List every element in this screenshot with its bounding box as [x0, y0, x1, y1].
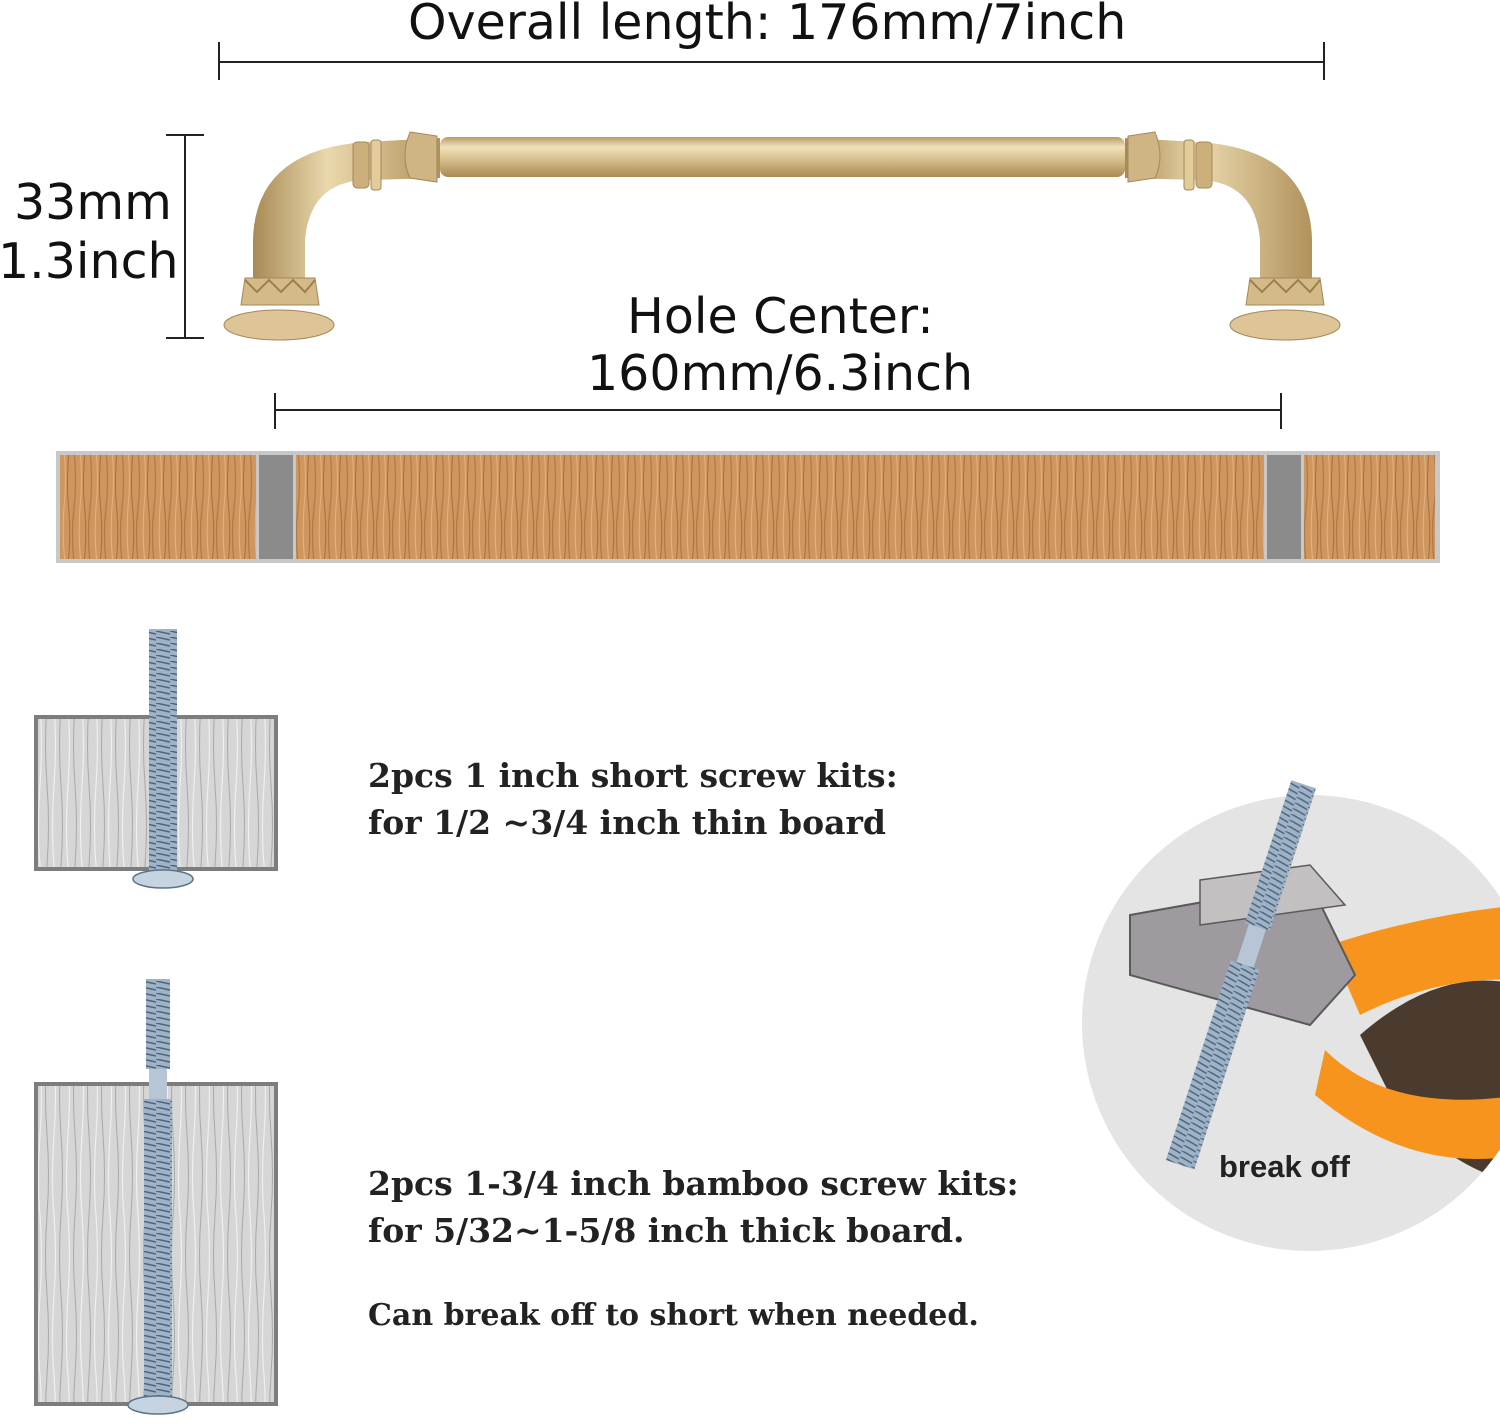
overall-length-line: [218, 42, 1325, 80]
break-off-note: Can break off to short when needed.: [368, 1298, 979, 1333]
brass-handle-image: [223, 131, 1341, 341]
long-screw-title: 2pcs 1-3/4 inch bamboo screw kits:: [368, 1164, 1019, 1203]
short-screw-desc: for 1/2 ~3/4 inch thin board: [368, 803, 886, 842]
pliers-break-off-image: [1082, 780, 1500, 1251]
height-line: [166, 134, 204, 339]
long-screw-board-image: [34, 979, 278, 1415]
hole-center-line: [274, 393, 1282, 429]
wood-board-strip: [56, 451, 1440, 563]
short-screw-board-image: [34, 629, 278, 889]
hole-center-value: 160mm/6.3inch: [587, 345, 974, 402]
hole-center-title: Hole Center:: [627, 288, 934, 345]
break-off-label: break off: [1219, 1149, 1350, 1184]
long-screw-desc: for 5/32~1-5/8 inch thick board.: [368, 1211, 965, 1250]
short-screw-title: 2pcs 1 inch short screw kits:: [368, 756, 898, 795]
height-inch-label: 1.3inch: [0, 233, 179, 290]
overall-length-label: Overall length: 176mm/7inch: [408, 0, 1127, 51]
height-mm-label: 33mm: [14, 174, 172, 231]
